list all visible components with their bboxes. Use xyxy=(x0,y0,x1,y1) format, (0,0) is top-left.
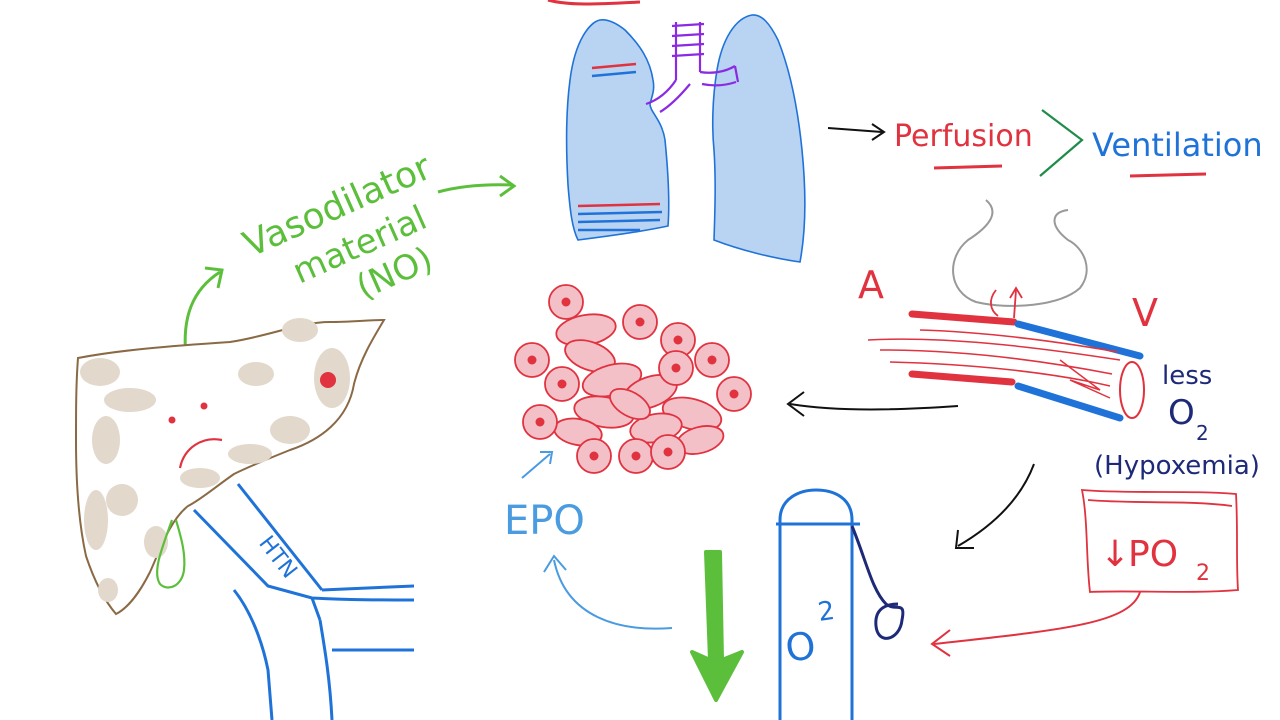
o2-label: O xyxy=(1168,393,1195,433)
o2-subscript: 2 xyxy=(1196,421,1209,445)
tank-subscript: 2 xyxy=(816,596,837,628)
rbc-nucleus xyxy=(671,363,681,373)
oxygen-tank xyxy=(776,488,905,720)
alveolus-vessel: A V xyxy=(858,199,1158,422)
rbc-nucleus xyxy=(589,451,599,461)
gas-exchange-arrows xyxy=(990,286,1023,319)
rbc-nucleus xyxy=(561,297,571,307)
rbc-nucleus xyxy=(527,355,537,365)
arrow-to-epo xyxy=(543,554,673,630)
vein-label: V xyxy=(1132,291,1158,335)
rbc-nucleus xyxy=(673,335,683,345)
less-label: less xyxy=(1162,361,1212,391)
lung-vessel-stripes xyxy=(577,62,663,232)
po2-label: PO xyxy=(1128,534,1178,575)
ventilation-underline xyxy=(1129,172,1207,178)
portal-vein xyxy=(192,483,415,720)
htn-label: HTN xyxy=(253,531,301,583)
rbc-nucleus xyxy=(729,389,739,399)
right-lung xyxy=(711,14,806,263)
arrow-to-tank xyxy=(954,463,1035,549)
trachea xyxy=(645,22,740,113)
rbc-biconcave xyxy=(609,387,651,421)
vessel-bottom-wall xyxy=(908,370,1016,386)
arrow-to-cells xyxy=(786,391,959,417)
top-red-scribble xyxy=(547,0,641,6)
vasodilator-text-block: Vasodilator material (NO) xyxy=(237,147,438,308)
perfusion-underline xyxy=(933,164,1003,170)
alveolus-sac xyxy=(952,199,1088,307)
liver-eye-left xyxy=(168,416,176,424)
po2-subscript: 2 xyxy=(1196,561,1210,586)
perfusion-label: Perfusion xyxy=(894,119,1033,154)
po2-arrow: ↓ xyxy=(1100,534,1130,575)
liver xyxy=(74,318,386,616)
red-blood-cells xyxy=(514,284,752,474)
arrow-from-liver xyxy=(183,266,224,357)
epo-label: EPO xyxy=(504,498,585,544)
tank-o-label: O xyxy=(783,623,819,671)
liver-spots xyxy=(80,318,350,602)
vessel-top-wall xyxy=(908,310,1018,326)
ventilation-label: Ventilation xyxy=(1092,126,1263,164)
rbc-nucleus xyxy=(631,451,641,461)
vessel-opening xyxy=(1119,361,1145,419)
liver-frown xyxy=(178,438,223,469)
epo-arrow-up xyxy=(521,451,554,479)
hypoxemia-label: (Hypoxemia) xyxy=(1094,451,1260,481)
blood-flow-lines xyxy=(867,329,1121,399)
rbc-nucleus xyxy=(635,317,645,327)
vessel-top-wall-blue xyxy=(1014,320,1144,360)
liver-red-spot xyxy=(320,372,336,388)
gallbladder xyxy=(156,519,186,589)
rbc-nucleus xyxy=(663,447,673,457)
arrow-po2-to-tank xyxy=(930,591,1141,657)
liver-eye-right xyxy=(200,402,208,410)
greater-than-sign xyxy=(1039,109,1084,177)
lungs xyxy=(547,0,806,263)
rbc-nucleus xyxy=(557,379,567,389)
decrease-arrow xyxy=(690,550,744,702)
po2-box xyxy=(1080,489,1239,593)
vessel-bottom-wall-blue xyxy=(1014,382,1124,422)
rbc-nucleus xyxy=(707,355,717,365)
arrow-to-perfusion xyxy=(827,123,886,141)
arrow-to-lungs xyxy=(437,174,517,198)
rbc-nucleus xyxy=(535,417,545,427)
artery-label: A xyxy=(858,263,884,307)
